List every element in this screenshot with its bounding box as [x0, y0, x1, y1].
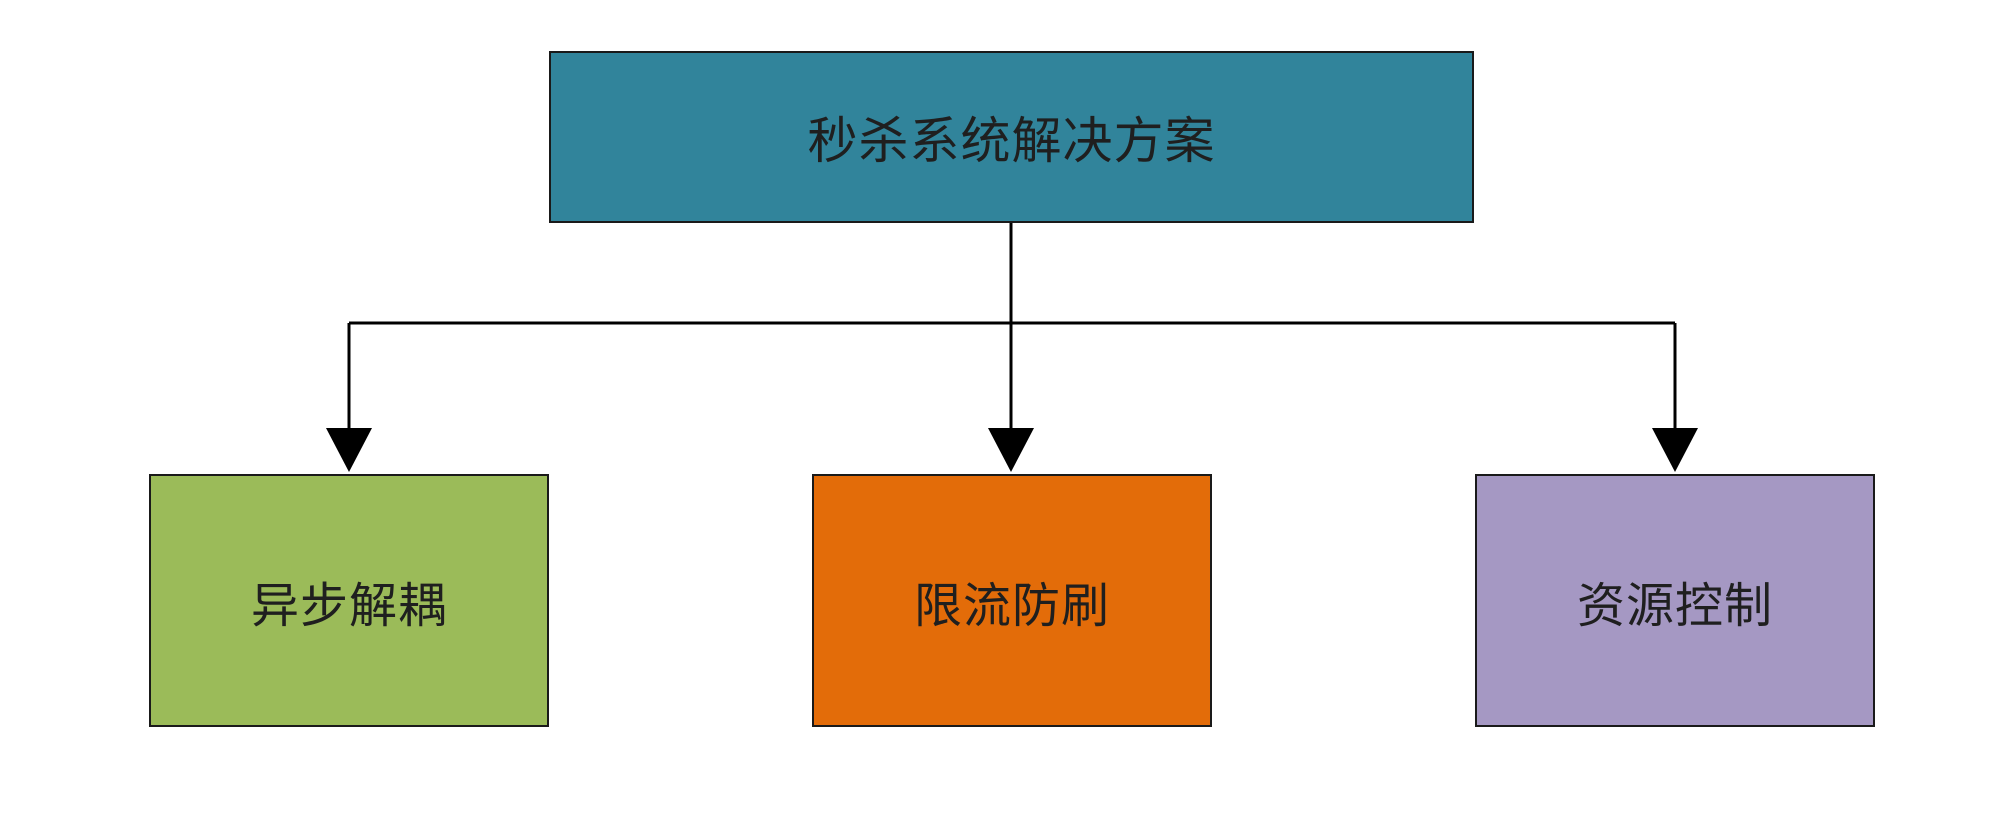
child-node-label: 异步解耦 — [250, 577, 447, 634]
child-node-async-decoupling: 异步解耦 — [149, 474, 549, 727]
child-node-label: 资源控制 — [1576, 577, 1773, 634]
root-node: 秒杀系统解决方案 — [549, 51, 1474, 223]
child-node-rate-limiting: 限流防刷 — [812, 474, 1212, 727]
arrow-head-1 — [326, 428, 372, 472]
arrow-head-2 — [988, 428, 1034, 472]
child-node-label: 限流防刷 — [913, 577, 1110, 634]
child-node-resource-control: 资源控制 — [1475, 474, 1875, 727]
root-node-label: 秒杀系统解决方案 — [807, 112, 1216, 170]
arrow-head-3 — [1652, 428, 1698, 472]
